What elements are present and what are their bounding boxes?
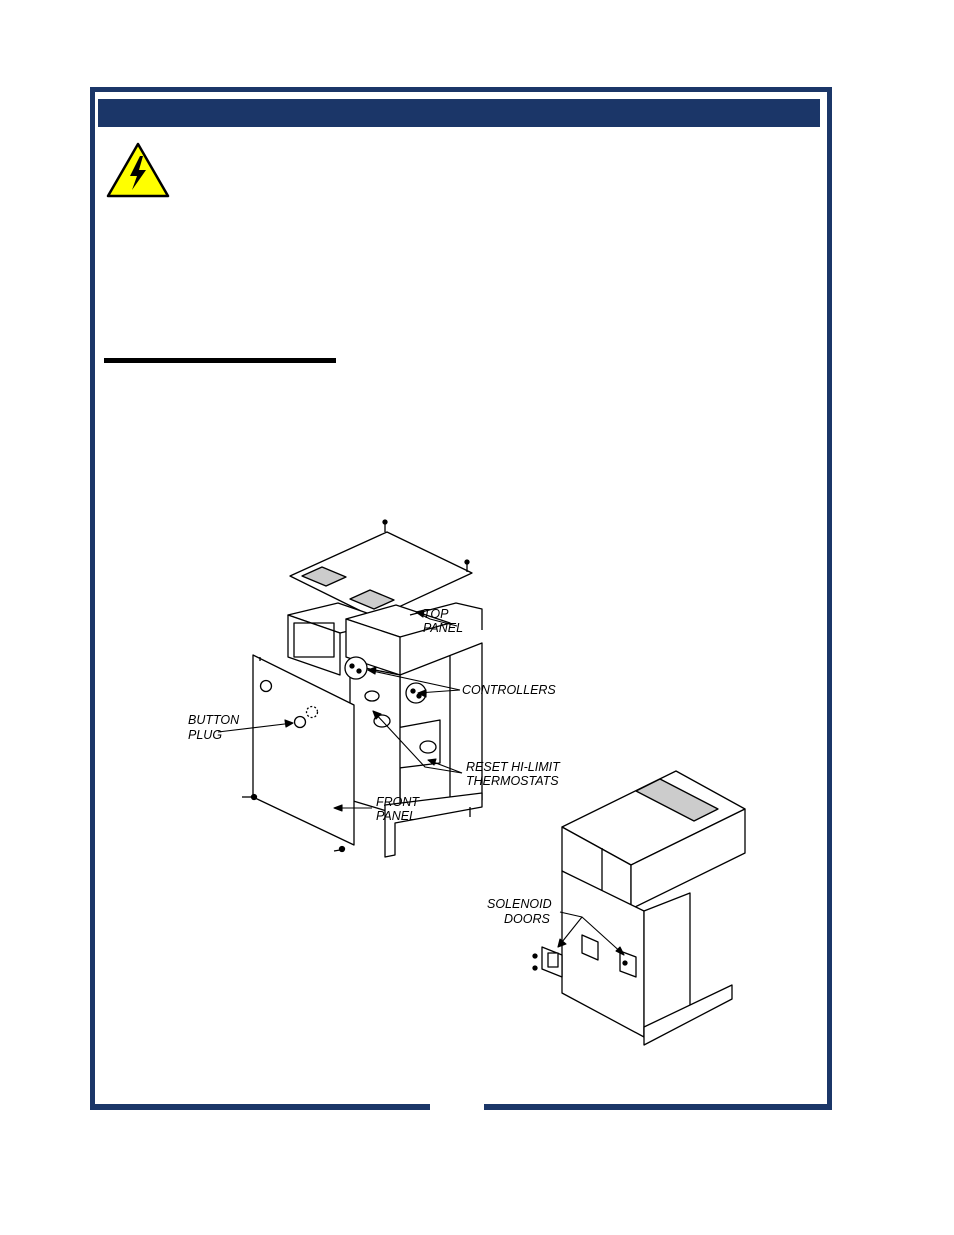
top-panel-label-line2: PANEL — [423, 621, 463, 635]
section-rule — [104, 358, 336, 363]
page-frame — [90, 87, 832, 1110]
solenoid-doors-label-line1: SOLENOID — [487, 897, 552, 911]
cabinet-body-drawing — [287, 602, 483, 858]
front-panel-label-line1: FRONT — [376, 795, 420, 809]
top-panel-drawing — [289, 519, 473, 619]
front-panel-drawing — [242, 654, 355, 853]
button-plug-label-line2: PLUG — [188, 728, 222, 742]
controllers-label: CONTROLLERS — [462, 683, 556, 697]
electrical-hazard-icon — [106, 142, 170, 198]
top-panel-label-line1: TOP — [423, 607, 449, 621]
page-frame-bottom-right — [484, 1104, 832, 1110]
button-plug-label-line1: BUTTON — [188, 713, 240, 727]
reset-thermostats-label-line1: RESET HI-LIMIT — [466, 760, 561, 774]
reset-thermostats-label-line2: THERMOSTATS — [466, 774, 559, 788]
section-header-bar — [98, 99, 820, 127]
solenoid-doors-label-line2: DOORS — [504, 912, 551, 926]
front-panel-label-line2: PANEL — [376, 809, 416, 823]
callout-leaders — [217, 609, 625, 956]
lower-unit-drawing — [532, 770, 746, 1046]
exploded-assembly-diagram: TOP PANEL CONTROLLERS BUTTON PLUG RESET … — [188, 519, 746, 1046]
page-frame-bottom-left — [90, 1104, 430, 1110]
